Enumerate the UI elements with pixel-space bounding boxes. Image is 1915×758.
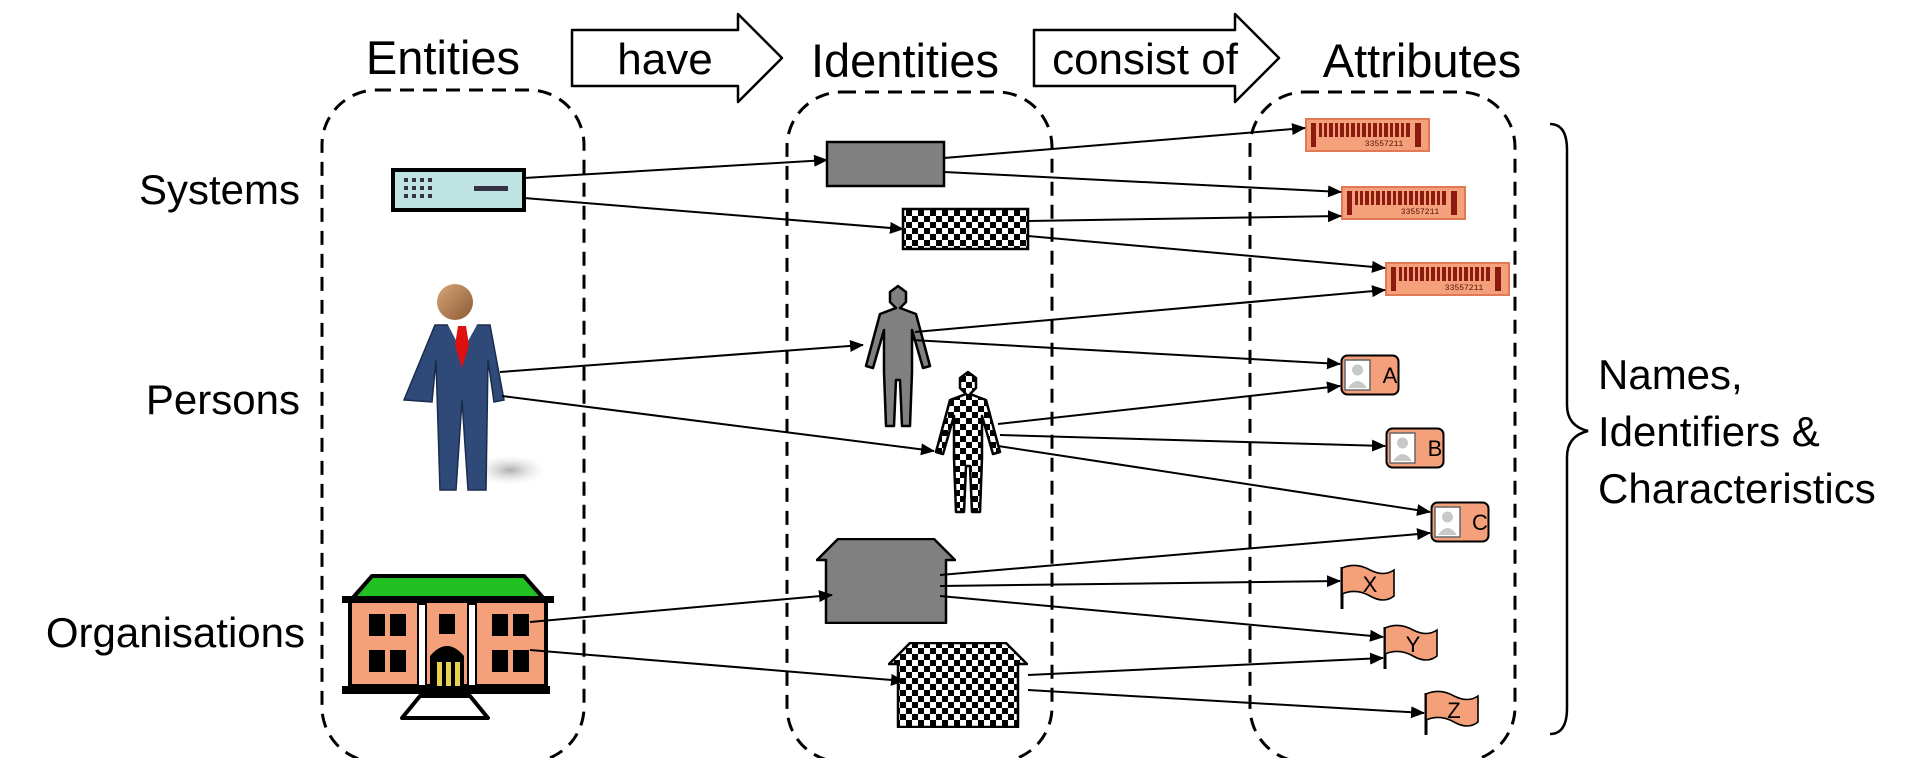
system-identity-2-icon	[901, 207, 1030, 251]
link-to-flag-z	[1027, 689, 1425, 719]
link-server-to-system-identity-1	[523, 154, 828, 179]
link-person-to-person-identity-2	[501, 395, 935, 456]
link-to-barcode-2b	[1027, 210, 1342, 223]
id-card-icon: C	[1430, 501, 1490, 543]
link-to-card-c-1	[997, 445, 1431, 516]
card-c-label: C	[1472, 510, 1488, 535]
link-to-barcode-2a	[943, 171, 1342, 198]
consist-of-label: consist of	[1052, 35, 1239, 84]
barcode-icon: 33557211	[1341, 186, 1466, 220]
id-card-icon: B	[1385, 427, 1445, 469]
brace-label-line1: Names,	[1598, 351, 1743, 398]
link-building-to-org-identity-2	[529, 649, 905, 686]
entities-header: Entities	[366, 31, 520, 84]
person-identity-1-icon	[864, 284, 932, 428]
link-to-card-c-2	[939, 528, 1431, 576]
link-person-to-person-identity-1	[499, 339, 864, 373]
entity-identity-links	[499, 154, 935, 686]
flag-icon: Z	[1424, 690, 1480, 736]
have-label: have	[617, 35, 712, 84]
systems-label: Systems	[139, 166, 300, 213]
link-to-barcode-1	[943, 123, 1306, 159]
link-to-card-a-2	[997, 381, 1341, 425]
identities-header: Identities	[811, 34, 999, 87]
link-to-flag-x	[939, 575, 1341, 588]
barcode-icon: 33557211	[1385, 262, 1510, 296]
flag-icon: X	[1340, 564, 1396, 610]
organisation-identity-2-icon	[888, 642, 1028, 728]
link-to-barcode-3b	[914, 285, 1386, 333]
flag-icon: Y	[1383, 624, 1439, 670]
consist-of-arrow: consist of	[1032, 12, 1281, 104]
link-building-to-org-identity-1	[529, 590, 833, 623]
identity-attribute-links	[911, 123, 1431, 719]
id-card-icon: A	[1340, 354, 1400, 396]
have-arrow: have	[570, 12, 784, 104]
server-icon	[391, 168, 526, 212]
flag-x-label: X	[1363, 572, 1378, 597]
link-to-flag-y-1	[939, 595, 1384, 642]
card-a-label: A	[1383, 363, 1398, 388]
building-icon	[342, 574, 554, 720]
brace-label-line2: Identifiers &	[1598, 408, 1820, 455]
person-identity-2-icon	[934, 370, 1002, 514]
flag-y-label: Y	[1406, 632, 1421, 657]
persons-label: Persons	[146, 376, 300, 423]
link-server-to-system-identity-2	[523, 197, 904, 234]
flag-z-label: Z	[1447, 698, 1460, 723]
entities-container	[320, 88, 586, 758]
link-to-card-b	[999, 434, 1386, 452]
barcode-icon: 33557211	[1305, 118, 1430, 152]
businessman-icon	[402, 284, 546, 491]
link-to-flag-y-2	[1027, 652, 1384, 676]
organisations-label: Organisations	[46, 609, 305, 656]
link-to-barcode-3a	[1027, 235, 1386, 273]
identities-container	[785, 90, 1054, 758]
attributes-brace	[1549, 122, 1589, 736]
card-b-label: B	[1428, 436, 1443, 461]
attributes-container	[1248, 90, 1517, 758]
barcode-3-number: 33557211	[1445, 284, 1484, 293]
brace-label-line3: Characteristics	[1598, 465, 1876, 512]
link-to-card-a-1	[911, 339, 1341, 370]
barcode-1-number: 33557211	[1365, 140, 1404, 149]
system-identity-1-icon	[825, 140, 946, 188]
barcode-2-number: 33557211	[1401, 208, 1440, 217]
organisation-identity-1-icon	[816, 538, 956, 624]
attributes-header: Attributes	[1323, 34, 1522, 87]
